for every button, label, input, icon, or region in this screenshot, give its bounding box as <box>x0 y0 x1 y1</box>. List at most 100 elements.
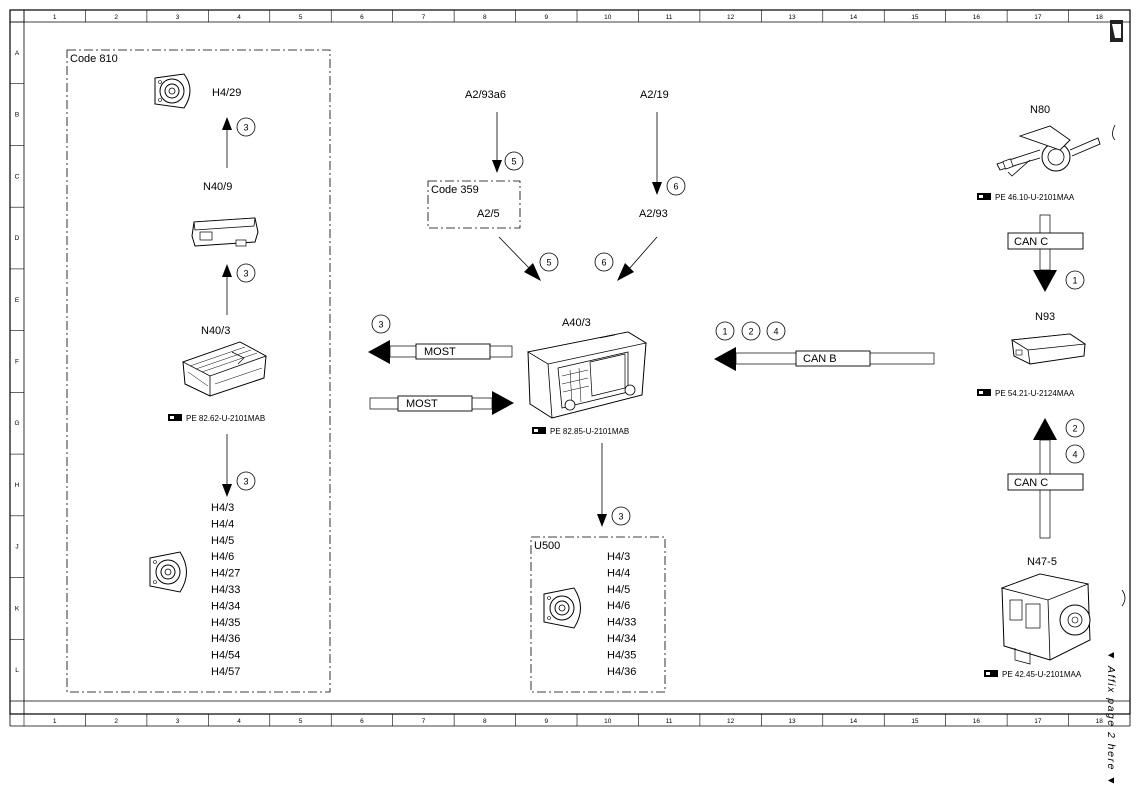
u500-group-border <box>530 536 666 693</box>
most-bus-incoming: MOST <box>369 391 514 415</box>
speaker-list-item: H4/34 <box>607 633 636 645</box>
grid-column-label: 7 <box>422 14 426 21</box>
a2-5-label: A2/5 <box>477 208 500 220</box>
speaker-list-item: H4/5 <box>607 584 630 596</box>
grid-column-label: 11 <box>666 14 673 21</box>
grid-row-label: L <box>15 667 19 674</box>
speaker-list-item: H4/4 <box>211 518 234 530</box>
grid-column-label: 16 <box>973 718 981 725</box>
grid-row-label: H <box>15 482 20 489</box>
speaker-h4-29-icon <box>154 73 191 109</box>
grid-column-label: 2 <box>114 14 118 21</box>
grid-column-label: 17 <box>1034 14 1042 21</box>
grid-column-label: 16 <box>973 14 981 21</box>
grid-column-label: 5 <box>299 718 303 725</box>
steering-column-module-n80-icon <box>996 124 1116 177</box>
a2-93a6-label: A2/93a6 <box>465 89 506 101</box>
grid-column-label: 15 <box>911 718 919 725</box>
marker-circle: 6 <box>594 252 614 272</box>
n40-3-label: N40/3 <box>201 325 230 337</box>
arrow-head-diagonal <box>524 263 541 281</box>
n93-label: N93 <box>1035 311 1055 323</box>
arrow-head-diagonal <box>617 263 634 281</box>
n47-5-reference: PE 42.45-U-2101MAA <box>1002 670 1082 679</box>
document-icon <box>1110 20 1123 42</box>
grid-column-label: 15 <box>911 14 919 21</box>
speaker-list-item: H4/33 <box>211 584 240 596</box>
most-bus-outgoing: MOST <box>368 340 513 364</box>
n40-9-label: N40/9 <box>203 181 232 193</box>
grid-row-label: G <box>14 420 19 427</box>
arrow-head-down <box>652 182 662 195</box>
can-b-bus: CAN B <box>714 347 935 371</box>
svg-text:3: 3 <box>378 320 383 330</box>
grid-column-label: 12 <box>727 14 735 21</box>
svg-text:2: 2 <box>1072 424 1077 434</box>
grid-column-label: 3 <box>176 14 180 21</box>
a40-3-label: A40/3 <box>562 317 591 329</box>
marker-circle: 3 <box>236 471 256 491</box>
svg-text:1: 1 <box>1072 276 1077 286</box>
svg-text:2: 2 <box>748 327 753 337</box>
reference-icon <box>532 427 546 434</box>
grid-column-label: 12 <box>727 718 735 725</box>
grid-column-label: 8 <box>483 718 487 725</box>
grid-row-label: A <box>15 50 20 57</box>
speaker-list-item: H4/54 <box>211 650 240 662</box>
code-359-group-border <box>427 180 521 229</box>
grid-column-label: 4 <box>237 718 241 725</box>
grid-row-label: B <box>15 112 19 119</box>
esp-unit-n47-5-icon <box>1000 573 1126 665</box>
a40-3-reference: PE 82.85-U-2101MAB <box>550 427 629 436</box>
frame <box>9 9 1131 727</box>
svg-text:4: 4 <box>1072 450 1077 460</box>
arrow-head-up <box>222 264 232 277</box>
grid-column-label: 2 <box>114 718 118 725</box>
svg-text:6: 6 <box>673 182 678 192</box>
grid-column-label: 3 <box>176 718 180 725</box>
svg-text:1: 1 <box>722 327 727 337</box>
speaker-list-item: H4/36 <box>607 666 636 678</box>
grid-column-label: 6 <box>360 14 364 21</box>
reference-icon <box>984 670 998 677</box>
marker-circle: 5 <box>504 151 524 171</box>
n80-reference: PE 46.10-U-2101MAA <box>995 193 1075 202</box>
grid-column-label: 14 <box>850 14 858 21</box>
svg-text:3: 3 <box>243 123 248 133</box>
reference-icon <box>168 414 182 421</box>
svg-text:3: 3 <box>243 269 248 279</box>
module-n40-9-icon <box>191 217 259 247</box>
svg-text:5: 5 <box>546 258 551 268</box>
n80-label: N80 <box>1030 104 1050 116</box>
a2-93-label: A2/93 <box>639 208 668 220</box>
affix-instruction: ▼ Affix page 2 here ▼ <box>1105 650 1117 787</box>
speaker-list-item: H4/4 <box>607 567 630 579</box>
connection-a2-5-to-a40-3 <box>498 236 531 270</box>
n40-3-reference: PE 82.62-U-2101MAB <box>186 414 265 423</box>
grid-column-label: 7 <box>422 718 426 725</box>
svg-text:MOST: MOST <box>406 398 438 410</box>
arrow-head-up <box>222 117 232 130</box>
speaker-list-item: H4/3 <box>607 551 630 563</box>
marker-circle: 3 <box>236 117 256 137</box>
svg-text:3: 3 <box>243 477 248 487</box>
speaker-list-item: H4/34 <box>211 600 240 612</box>
code-810-label: Code 810 <box>70 53 118 65</box>
marker-circle: 4 <box>1065 444 1085 464</box>
grid-row-label: J <box>15 544 18 551</box>
grid-column-label: 6 <box>360 718 364 725</box>
grid-column-label: 18 <box>1096 718 1104 725</box>
grid-column-label: 4 <box>237 14 241 21</box>
grid-row-label: D <box>15 235 20 242</box>
marker-circle: 3 <box>611 506 631 526</box>
module-n93-icon <box>1010 333 1087 365</box>
speaker-u500-icon <box>543 587 581 629</box>
speaker-list-item: H4/36 <box>211 633 240 645</box>
speaker-group-icon <box>149 551 187 593</box>
svg-text:4: 4 <box>773 327 778 337</box>
svg-text:6: 6 <box>601 258 606 268</box>
marker-circle: 1 <box>715 321 735 341</box>
